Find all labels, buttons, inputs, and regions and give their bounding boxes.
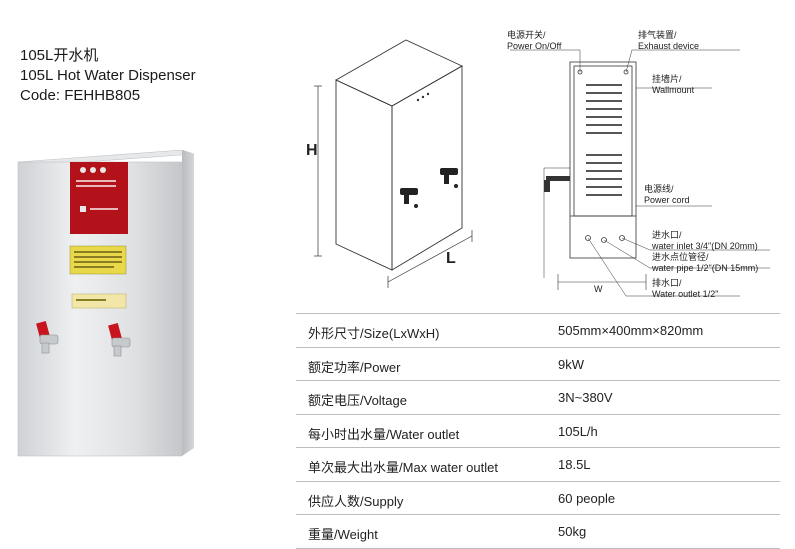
spec-label: 单次最大出水量/Max water outlet — [308, 460, 498, 475]
spec-value: 18.5L — [558, 457, 591, 472]
product-title-zh: 105L开水机 — [20, 47, 99, 64]
front-view-drawing — [510, 49, 770, 297]
height-label: H — [306, 142, 318, 159]
left-tap — [36, 320, 59, 354]
callout-wallmount: 挂墙片/ Wallmount — [652, 74, 695, 95]
iso-tap-right — [440, 168, 458, 188]
spec-table: 外形尺寸/Size(LxWxH) 505mm×400mm×820mm 额定功率/… — [296, 313, 780, 549]
product-code: Code: FEHHB805 — [20, 87, 141, 104]
side-tap — [544, 176, 570, 192]
right-tap — [108, 322, 131, 357]
product-title-en: 105L Hot Water Dispenser — [20, 67, 196, 84]
warning-label — [69, 245, 127, 275]
iso-tap-left — [400, 188, 418, 208]
spec-row-size: 外形尺寸/Size(LxWxH) 505mm×400mm×820mm — [296, 313, 780, 347]
callout-water-outlet: 排水口/ Water outlet 1/2" — [652, 278, 719, 299]
spec-value: 60 people — [558, 490, 616, 506]
length-label: L — [446, 250, 456, 267]
spec-label: 重量/Weight — [308, 527, 378, 542]
callout-power-switch: 电源开关/ Power On/Off — [507, 30, 562, 51]
spec-row-voltage: 额定电压/Voltage 3N~380V — [296, 380, 780, 414]
spec-row-max-outlet: 单次最大出水量/Max water outlet 18.5L — [296, 447, 780, 481]
spec-row-power: 额定功率/Power 9kW — [296, 346, 780, 381]
spec-value: 505mm×400mm×820mm — [558, 323, 704, 338]
callout-water-inlet: 进水口/ water inlet 3/4"(DN 20mm) 进水点位管径/ w… — [652, 230, 759, 273]
spec-label: 每小时出水量/Water outlet — [308, 426, 460, 442]
spec-row-supply: 供应人数/Supply 60 people — [296, 480, 780, 515]
control-panel — [70, 162, 128, 234]
product-title-block: 105L开水机 105L Hot Water Dispenser Code: F… — [20, 46, 196, 106]
spec-label: 外形尺寸/Size(LxWxH) — [308, 326, 440, 341]
vent-slots — [586, 84, 622, 196]
spec-row-water-outlet: 每小时出水量/Water outlet 105L/h — [296, 413, 780, 448]
spec-label: 额定电压/Voltage — [308, 393, 407, 408]
width-label: W — [594, 284, 603, 294]
spec-label: 额定功率/Power — [308, 359, 401, 375]
spec-value: 105L/h — [558, 423, 598, 439]
callout-power-cord: 电源线/ Power cord — [644, 184, 690, 205]
spec-row-weight: 重量/Weight 50kg — [296, 514, 780, 549]
product-photo — [17, 150, 195, 457]
spec-value: 50kg — [558, 524, 587, 539]
spec-value: 3N~380V — [558, 390, 613, 405]
callout-exhaust: 排气装置/ Exhaust device — [638, 30, 700, 51]
spec-label: 供应人数/Supply — [308, 493, 404, 509]
spec-value: 9kW — [558, 356, 584, 372]
isometric-drawing — [314, 39, 473, 288]
